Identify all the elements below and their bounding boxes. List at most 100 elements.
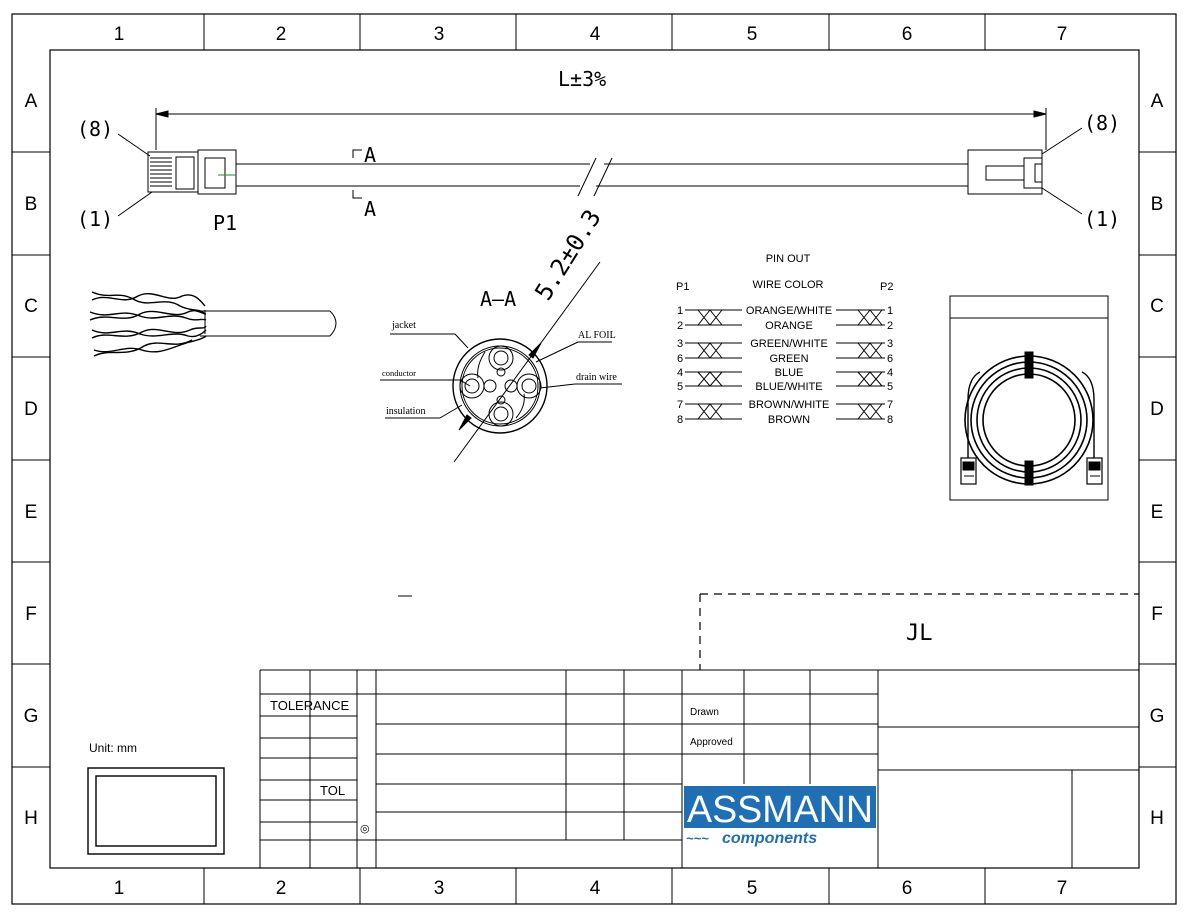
pinout-p1-number: 2 <box>677 320 683 332</box>
grid-row-label: C <box>1150 296 1164 317</box>
pinout-twist-marker <box>697 342 723 359</box>
grid-col-label: 1 <box>114 24 125 45</box>
wire-color-header: WIRE COLOR <box>753 279 824 291</box>
grid-col-label: 6 <box>902 878 913 899</box>
pinout-p2-number: 8 <box>887 414 893 426</box>
pinout-p1-number: 7 <box>677 399 683 411</box>
grid-col-label: 4 <box>590 24 601 45</box>
tolerance-label: TOLERANCE <box>270 698 350 713</box>
tol-label: TOL <box>320 783 345 798</box>
approved-label: Approved <box>690 737 733 748</box>
grid-row-label: F <box>25 604 37 625</box>
grid-col-label: 2 <box>276 24 287 45</box>
grid-row-label: F <box>1151 604 1163 625</box>
grid-row-label: H <box>1150 808 1164 829</box>
grid-col-label: 6 <box>902 24 913 45</box>
section-title: A–A <box>480 287 516 311</box>
unit-label: Unit: mm <box>89 741 137 755</box>
pinout-twist-marker <box>857 371 883 387</box>
pinout-wire-color: GREEN/WHITE <box>750 338 828 350</box>
section-mark-top: A <box>364 143 376 167</box>
pinout-title: PIN OUT <box>766 253 811 265</box>
grid-row-label: D <box>24 399 38 420</box>
conductor-label: conductor <box>382 368 416 378</box>
pinout-p1-number: 5 <box>677 381 683 393</box>
jacket-label: jacket <box>391 320 416 331</box>
pinout-p2-number: 3 <box>887 338 893 350</box>
pinout-p1-number: 4 <box>677 367 683 379</box>
grid-row-label: C <box>24 296 38 317</box>
grid-col-label: 7 <box>1057 24 1068 45</box>
section-mark-bottom: A <box>364 197 376 221</box>
pinout-rows: 1 1 ORANGE/WHITE 2 2 ORANGE 3 3 GREEN/WHITE 6 6 GRE… <box>677 305 893 426</box>
coiled-cable-picture <box>949 295 1109 501</box>
grid-row-label: G <box>24 706 39 727</box>
pinout-p2-number: 1 <box>887 305 893 317</box>
pinout-twist-marker <box>697 309 723 326</box>
pinout-wire-color: ORANGE <box>765 320 813 332</box>
logo-wave-mark: ~~~ <box>686 831 709 846</box>
title-block <box>87 669 1139 868</box>
grid-col-label: 2 <box>276 878 287 899</box>
pinout-wire-color: BLUE <box>775 367 804 379</box>
pinout-p1-number: 6 <box>677 353 683 365</box>
grid-col-label: 3 <box>434 24 445 45</box>
pinout-wire-color: BLUE/WHITE <box>755 381 822 393</box>
pinout-wire-color: BROWN/WHITE <box>749 399 830 411</box>
pin8-right-label: (8) <box>1084 111 1120 135</box>
drawn-label: Drawn <box>690 707 719 718</box>
pinout-p1-number: 8 <box>677 414 683 426</box>
pin1-left-label: (1) <box>77 207 113 231</box>
pinout-p2-number: 5 <box>887 381 893 393</box>
grid-col-label: 1 <box>114 878 125 899</box>
pinout-twist-marker <box>857 403 883 420</box>
cable-diameter-label: 5.2±0.3 <box>529 205 606 306</box>
al-foil-label: AL FOIL <box>578 330 616 341</box>
p1-header: P1 <box>676 281 689 293</box>
length-tolerance-label: L±3% <box>558 67 606 91</box>
cable-cross-section <box>380 261 622 463</box>
pinout-wire-color: BROWN <box>768 414 810 426</box>
pinout-p2-number: 7 <box>887 399 893 411</box>
drain-wire-label: drain wire <box>576 372 617 383</box>
plug-p1-label: P1 <box>213 211 237 235</box>
grid-row-label: E <box>1151 502 1164 523</box>
pinout-twist-marker <box>697 371 723 387</box>
cable-side-view <box>117 108 1083 217</box>
projection-symbol: ◎ <box>360 823 370 835</box>
braided-cable-end <box>89 291 337 357</box>
grid-row-label: B <box>25 194 38 215</box>
pinout-twist-marker <box>857 309 883 326</box>
label-area-text: JL <box>906 621 933 646</box>
logo-top-text: ASSMANN <box>687 789 873 831</box>
grid-col-label: 4 <box>590 878 601 899</box>
pinout-wire-color: ORANGE/WHITE <box>746 305 832 317</box>
pinout-p2-number: 2 <box>887 320 893 332</box>
pin8-left-label: (8) <box>77 117 113 141</box>
pinout-wire-color: GREEN <box>769 353 808 365</box>
grid-row-label: B <box>1151 194 1164 215</box>
grid-col-label: 5 <box>747 878 758 899</box>
logo-bottom-text: components <box>722 830 817 847</box>
insulation-label: insulation <box>386 406 425 417</box>
grid-row-label: E <box>25 502 38 523</box>
sheet-frame <box>11 13 1177 905</box>
grid-row-label: A <box>25 91 38 112</box>
pinout-twist-marker <box>697 403 723 420</box>
pinout-p2-number: 6 <box>887 353 893 365</box>
grid-col-label: 5 <box>747 24 758 45</box>
pinout-twist-marker <box>857 342 883 359</box>
pinout-p2-number: 4 <box>887 367 893 379</box>
grid-row-label: H <box>24 808 38 829</box>
label-area-outline <box>699 593 1139 670</box>
grid-col-label: 3 <box>434 878 445 899</box>
pinout-p1-number: 1 <box>677 305 683 317</box>
assmann-logo: ASSMANN ~~~ components <box>684 786 876 847</box>
grid-row-label: G <box>1150 706 1165 727</box>
grid-col-label: 7 <box>1057 878 1068 899</box>
pinout-p1-number: 3 <box>677 338 683 350</box>
pin1-right-label: (1) <box>1084 207 1120 231</box>
grid-row-label: D <box>1150 399 1164 420</box>
grid-row-label: A <box>1151 91 1164 112</box>
